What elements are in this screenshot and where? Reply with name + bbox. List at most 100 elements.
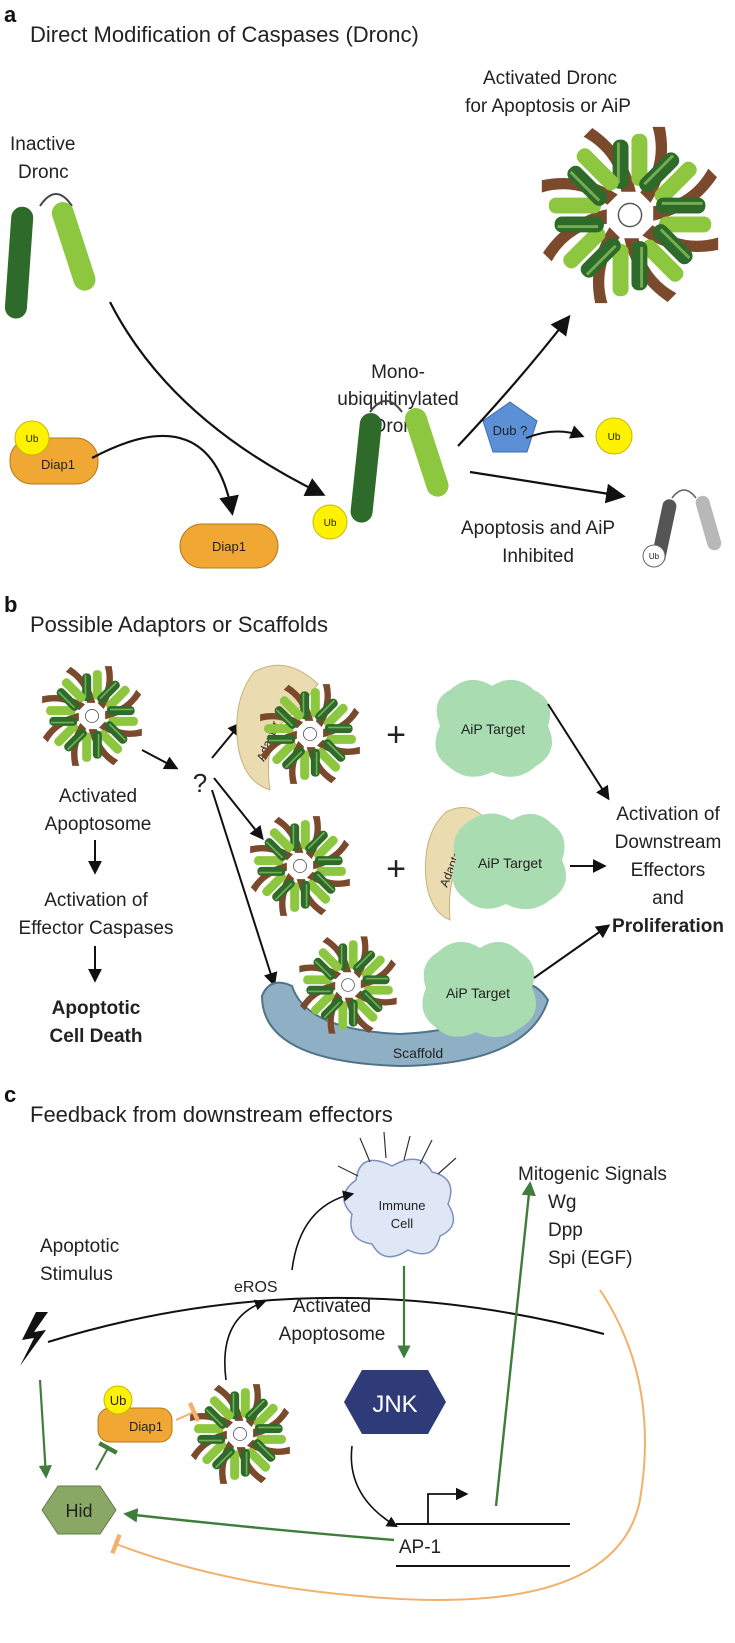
adaptor-bound-aip-target: Adaptor AiP Target xyxy=(424,807,566,921)
free-diap1-label: Diap1 xyxy=(212,539,246,554)
panel-b-title: Possible Adaptors or Scaffolds xyxy=(30,612,328,637)
dub-label: Dub ? xyxy=(493,423,528,438)
immune-label-2: Cell xyxy=(391,1216,414,1231)
arrow-row1-to-downstream xyxy=(547,703,610,801)
cell-membrane xyxy=(47,1296,605,1343)
ap1-label: AP-1 xyxy=(399,1537,441,1558)
arrow-diap1-release xyxy=(91,434,239,516)
inhibited-ub-label: Ub xyxy=(649,552,660,561)
activated-apoptosome-c xyxy=(187,1381,294,1488)
arrow-ub-release xyxy=(525,425,585,439)
panel-c: c Feedback from downstream effectors Mit… xyxy=(4,1082,667,1601)
inhibit-feedback-to-hid xyxy=(110,1289,646,1601)
scaffold-label: Scaffold xyxy=(393,1045,443,1061)
arrow-q-to-row2 xyxy=(213,777,264,841)
inhibited-label-1: Apoptosis and AiP xyxy=(461,518,615,539)
c-diap1-ub-complex: Ub Diap1 xyxy=(97,1385,173,1443)
scaffold-complex: AiP Target Scaffold xyxy=(260,933,550,1068)
downstream-label-5: Proliferation xyxy=(612,916,724,937)
apoptosome-row2 xyxy=(247,813,354,920)
question-mark: ? xyxy=(193,768,207,798)
c-apoptosome-label-2: Apoptosome xyxy=(279,1324,386,1345)
arrow-q-to-adaptor xyxy=(211,721,242,759)
inhibited-label-2: Inhibited xyxy=(502,546,574,567)
arrow-row3-to-downstream xyxy=(533,924,611,979)
wg-label: Wg xyxy=(548,1192,577,1213)
mono-label-1: Mono- xyxy=(371,362,425,383)
inactive-dronc xyxy=(4,193,96,319)
arrow-to-activated-dronc xyxy=(457,314,571,447)
activated-apoptosome-b xyxy=(39,663,146,770)
ub-label: Ub xyxy=(26,434,39,445)
downstream-label-2: Downstream xyxy=(615,832,722,853)
arrow-jnk-to-ap1 xyxy=(350,1445,398,1528)
adaptor-bound-apoptosome: Adaptor xyxy=(236,664,364,791)
transcription-start-arrow xyxy=(427,1487,469,1524)
inhibit-diap1-by-hid xyxy=(95,1441,118,1471)
cell-death-label-1: Apoptotic xyxy=(52,998,141,1019)
arrow-eros-to-immune xyxy=(291,1190,355,1271)
immune-cell: Immune Cell xyxy=(337,1131,457,1258)
panel-a-title: Direct Modification of Caspases (Dronc) xyxy=(30,22,419,47)
jnk-kinase: JNK xyxy=(344,1370,446,1434)
inactive-label-1: Inactive xyxy=(10,134,75,155)
lightning-icon xyxy=(20,1312,48,1366)
aip-target-label-row2: AiP Target xyxy=(478,855,542,871)
b-activated-label-1: Activated xyxy=(59,786,137,807)
dpp-label: Dpp xyxy=(548,1220,583,1241)
inactive-label-2: Dronc xyxy=(18,162,69,183)
b-activated-label-2: Apoptosome xyxy=(45,814,152,835)
eros-label: eROS xyxy=(234,1279,278,1296)
dub-enzyme: Dub ? xyxy=(482,401,538,453)
mitogenic-label: Mitogenic Signals xyxy=(518,1164,667,1185)
arrow-q-to-scaffold xyxy=(211,789,278,987)
immune-label-1: Immune xyxy=(379,1198,426,1213)
panel-b-letter: b xyxy=(4,592,17,617)
hid-protein: Hid xyxy=(41,1485,117,1535)
mono-ubiquitinylated-dronc: Ub xyxy=(312,400,449,540)
panel-c-letter: c xyxy=(4,1082,16,1107)
activated-dronc-label-1: Activated Dronc xyxy=(483,68,617,89)
inhibit-diap1-to-apoptosome xyxy=(175,1401,201,1423)
downstream-label-3: Effectors xyxy=(631,860,706,881)
downstream-label-4: and xyxy=(652,888,684,909)
aip-target-label-row1: AiP Target xyxy=(461,721,525,737)
jnk-label: JNK xyxy=(372,1391,417,1418)
downstream-label-1: Activation of xyxy=(616,804,720,825)
panel-a-letter: a xyxy=(4,2,17,27)
free-diap1: Diap1 xyxy=(179,523,279,569)
cell-death-label-2: Cell Death xyxy=(50,1026,143,1047)
arrow-apoptosome-to-question xyxy=(141,749,179,770)
aip-target-label-row3: AiP Target xyxy=(446,985,510,1001)
stimulus-label-1: Apoptotic xyxy=(40,1236,119,1257)
arrow-inactive-to-mono xyxy=(109,301,326,496)
effector-label-2: Effector Caspases xyxy=(19,918,174,939)
released-ub-label: Ub xyxy=(608,432,621,443)
mono-label-2: ubiquitinylated xyxy=(337,389,458,410)
c-diap1-label: Diap1 xyxy=(129,1419,163,1434)
activated-dronc-label-2: for Apoptosis or AiP xyxy=(465,96,631,117)
arrow-to-mitogenic xyxy=(494,1181,536,1507)
plus-row2: + xyxy=(386,850,406,888)
panel-b: b Possible Adaptors or Scaffolds Activat… xyxy=(4,592,724,1068)
activated-dronc-apoptosome xyxy=(536,121,725,310)
mono-ub-label: Ub xyxy=(324,518,337,529)
c-apoptosome-label-1: Activated xyxy=(293,1296,371,1317)
arrow-apoptosome-to-eros xyxy=(224,1299,267,1381)
aip-target-row1: AiP Target xyxy=(435,679,552,777)
arrow-stimulus-to-hid xyxy=(38,1379,52,1479)
released-ub: Ub xyxy=(595,417,633,455)
panel-a: a Direct Modification of Caspases (Dronc… xyxy=(4,2,725,569)
arrow-to-inhibited xyxy=(469,470,626,504)
inhibited-dronc: Ub xyxy=(642,489,722,568)
plus-row1: + xyxy=(386,716,406,754)
diap1-ub-complex: Ub Diap1 xyxy=(9,420,99,485)
arrow-ap1-to-hid xyxy=(123,1508,395,1542)
effector-label-1: Activation of xyxy=(44,890,148,911)
hid-label: Hid xyxy=(65,1501,92,1521)
stimulus-label-2: Stimulus xyxy=(40,1264,113,1285)
diap1-label: Diap1 xyxy=(41,457,75,472)
spi-label: Spi (EGF) xyxy=(548,1248,632,1269)
panel-c-title: Feedback from downstream effectors xyxy=(30,1102,393,1127)
